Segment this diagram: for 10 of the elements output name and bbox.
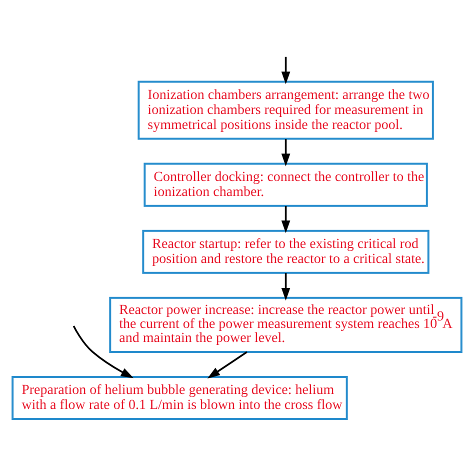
- arrow: [281, 56, 290, 84]
- arrow: [281, 272, 290, 300]
- arrow: [207, 350, 248, 378]
- arrow: [281, 206, 290, 233]
- node-box: Controller docking: connect the controller to the ionization chamber.: [144, 162, 428, 206]
- node-box: Preparation of helium bubble generating device: helium with a flow rate of 0.1 L/min is blown into the cross flow: [12, 375, 348, 420]
- arrow: [72, 325, 134, 378]
- node-box: Reactor startup: refer to the existing critical rod position and restore the reactor to a critical state.: [142, 229, 430, 274]
- arrow: [281, 138, 290, 166]
- node-box: Ionization chambers arrangement: arrange the two ionization chambers required for measurement in symmetrical positions inside the reactor pool.: [138, 80, 434, 140]
